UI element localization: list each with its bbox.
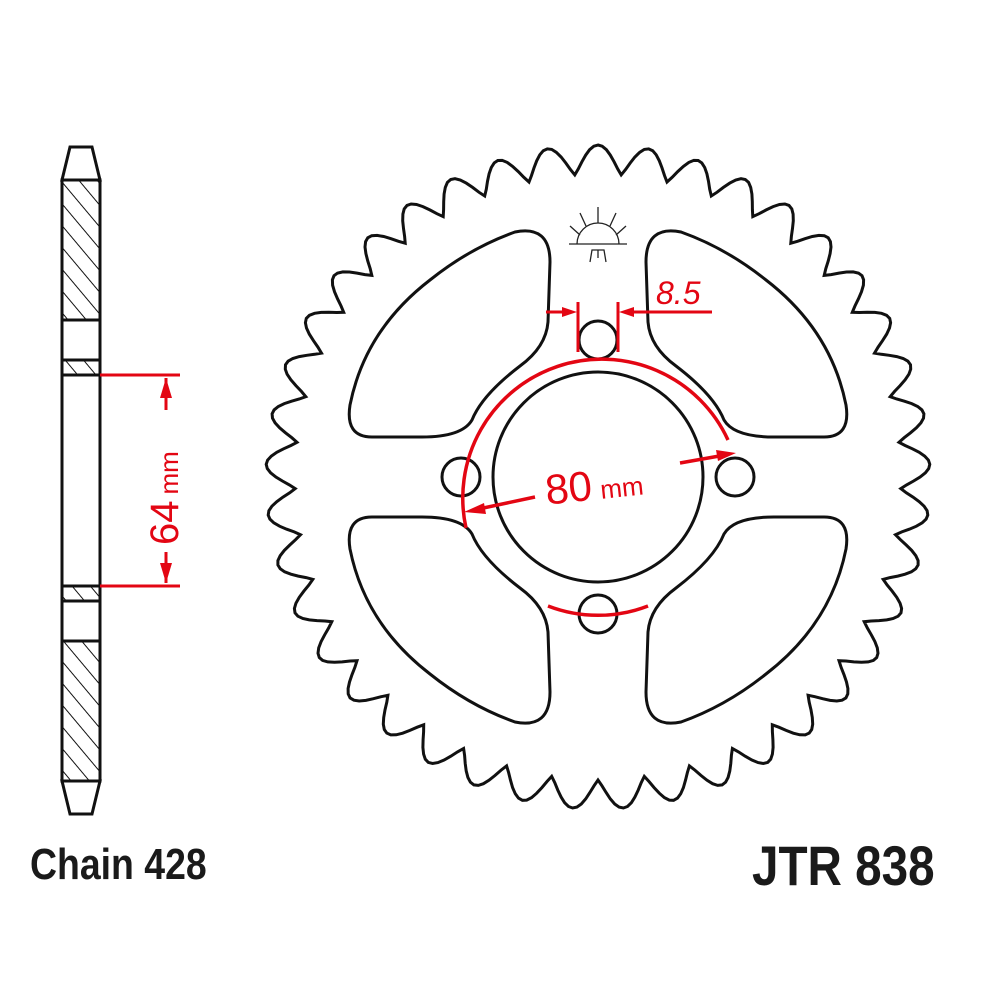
offset-dimension-label: 64 mm: [143, 451, 187, 545]
window-top-left: [347, 229, 552, 439]
side-view-hatch-hub-top: [60, 358, 102, 377]
hole-diameter-label: 8.5: [656, 275, 701, 311]
side-view-hatch-bottom: [60, 639, 102, 783]
side-view-tooth-top: [60, 145, 102, 182]
offset-unit: mm: [154, 451, 184, 494]
sprocket-teeth-outline: [264, 143, 932, 810]
side-view-hatch-hub-bottom: [60, 584, 102, 603]
offset-value: 64: [143, 501, 187, 546]
bolt-circle-arc-bottom: [547, 604, 649, 617]
bolt-circle-dimension: [461, 357, 736, 617]
offset-dimension: [100, 373, 180, 588]
arrow-right-small-icon: [562, 307, 577, 317]
side-view-hatch-top: [60, 178, 102, 322]
side-view: [60, 145, 102, 816]
arrow-down-icon: [160, 563, 172, 583]
sprocket-front: [264, 143, 932, 810]
side-view-tooth-bottom: [60, 779, 102, 816]
arrow-left-small-icon: [619, 307, 634, 317]
bolt-hole-top: [577, 319, 619, 361]
bolt-circle-arc-top: [461, 357, 730, 529]
arrow-up-icon: [160, 378, 172, 398]
chain-label: Chain 428: [30, 840, 207, 889]
arrow-right-icon: [716, 450, 736, 461]
jt-sun-logo: [569, 207, 627, 263]
center-bore: [491, 370, 705, 584]
hole-dimension: [546, 302, 712, 352]
bolt-hole-right: [714, 456, 756, 498]
arrow-left-icon: [464, 503, 486, 514]
side-view-bore: [60, 373, 102, 588]
bolt-circle-unit: mm: [599, 471, 645, 505]
bolt-hole-left: [440, 456, 482, 498]
bolt-circle-value: 80: [543, 462, 594, 514]
lightening-windows: [347, 229, 849, 725]
part-number: JTR 838: [752, 834, 935, 897]
side-view-body-lower: [60, 599, 102, 643]
side-view-body-upper: [60, 318, 102, 362]
